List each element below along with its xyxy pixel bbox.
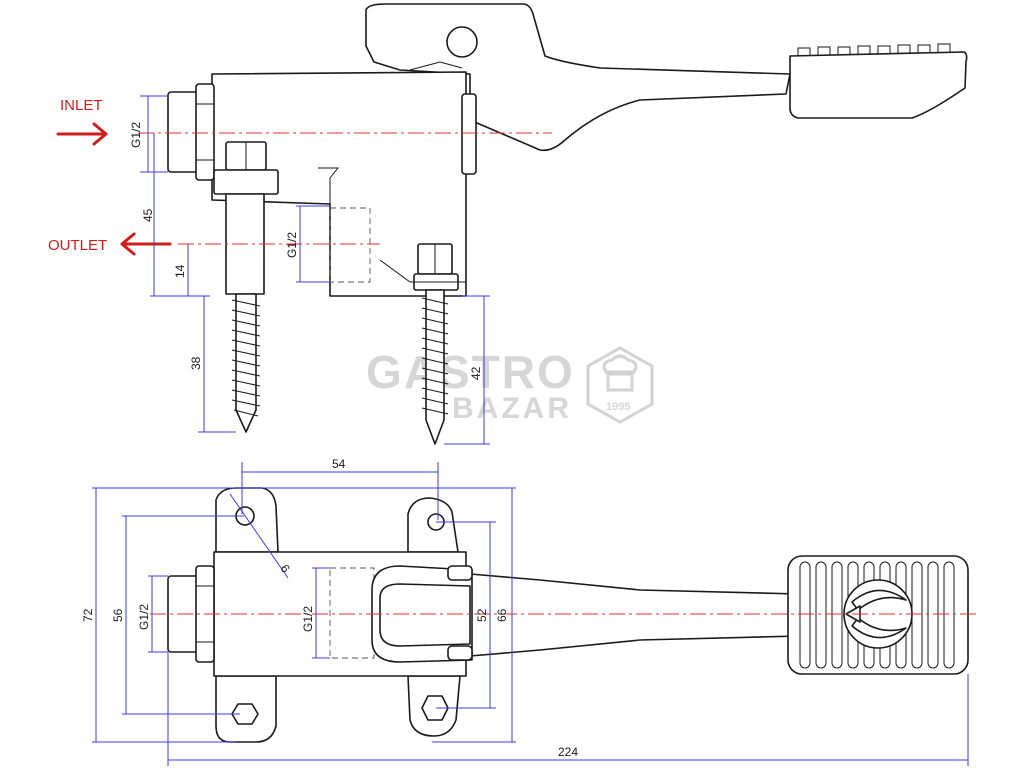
dim-screw-right: 42 [469,366,483,380]
foot-pad-side [789,51,968,119]
lever-pivot-hole [446,26,478,58]
dim-inlet-thread: G1/2 [129,122,143,148]
watermark: GASTRO BAZAR 1995 [366,346,654,425]
dim-length-54: 54 [332,457,346,471]
pad-logo-icon [843,579,913,649]
watermark-logo-icon: 1995 [586,346,654,424]
inlet-label: INLET [60,97,103,114]
dim-screw-38: 38 [189,356,203,370]
side-view: INLET OUTLET G1/2 45 14 G1/2 38 42 [48,3,968,445]
foot-pad-ribs [797,43,951,56]
inlet-fitting [167,91,199,173]
hex-nut-bottom-left [231,703,259,725]
inlet-arrow-icon [56,122,108,146]
dim-top-thread: G1/2 [301,606,315,632]
dim-width-72: 72 [81,608,95,622]
dim-height-14: 14 [173,264,187,278]
dim-length-224: 224 [558,745,578,759]
top-view: 54 6 72 56 G1/2 G1/2 52 66 224 [81,457,980,766]
dim-width-52: 52 [475,608,489,622]
watermark-year: 1995 [606,401,630,413]
watermark-line1: GASTRO [366,346,575,398]
dim-outlet-thread: G1/2 [285,232,299,258]
outlet-arrow-icon [120,232,172,256]
valve-body-side [211,71,467,297]
dim-top-thread-left: G1/2 [137,604,151,630]
dim-height-45: 45 [141,208,155,222]
dim-width-66: 66 [495,608,509,622]
side-dimensions [140,95,490,445]
dim-width-56: 56 [111,608,125,622]
mounting-bolt-left [213,141,279,433]
watermark-line2: BAZAR [452,392,572,425]
top-dimensions [92,462,969,766]
mounting-bolt-right [413,243,459,445]
outlet-label: OUTLET [48,237,107,254]
